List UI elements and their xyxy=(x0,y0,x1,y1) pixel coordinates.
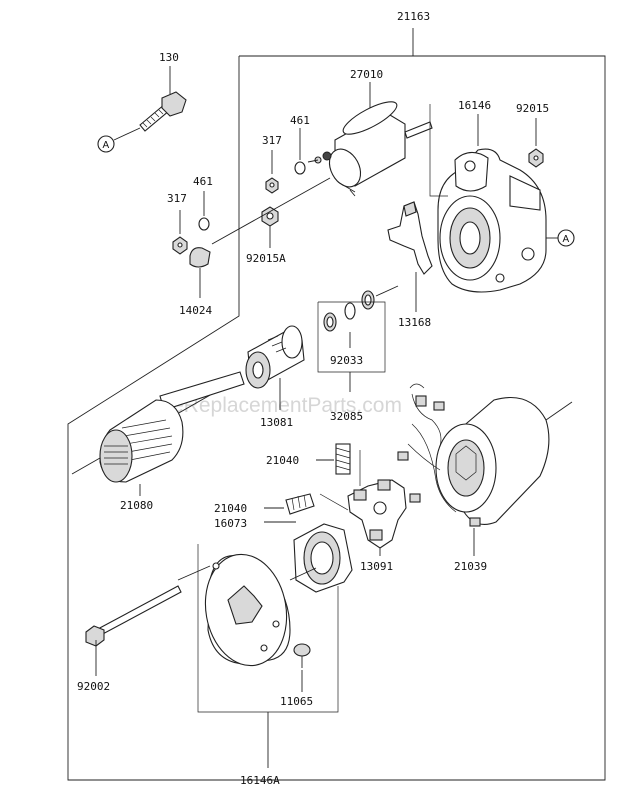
plate-16073 xyxy=(264,521,353,593)
label-11065: 11065 xyxy=(280,695,313,708)
label-13081: 13081 xyxy=(260,416,293,429)
marker-a-left: A xyxy=(97,135,115,153)
ring-set-92033 xyxy=(317,285,399,392)
axis-line-upper xyxy=(211,177,331,245)
label-21040-lower: 21040 xyxy=(214,502,247,515)
yoke-21039 xyxy=(397,383,573,556)
label-32085: 32085 xyxy=(330,410,363,423)
brush-holder-13091 xyxy=(319,450,407,556)
armature-21080 xyxy=(71,371,245,496)
housing-16146 xyxy=(429,104,547,293)
screw-11065 xyxy=(293,643,311,692)
through-bolt-92002 xyxy=(85,585,182,676)
label-27010: 27010 xyxy=(350,68,383,81)
nut-317-lower xyxy=(172,210,188,255)
label-317-lower: 317 xyxy=(167,192,187,205)
marker-a-right-label: A xyxy=(563,234,570,245)
washer-461-upper xyxy=(294,128,306,175)
nut-92015A xyxy=(261,206,279,248)
spring-21040-upper xyxy=(316,443,351,475)
nut-92015 xyxy=(528,118,544,168)
solenoid-27010 xyxy=(307,82,433,197)
washer-461-lower xyxy=(198,191,210,231)
label-13168: 13168 xyxy=(398,316,431,329)
part-labels: 21163 130 27010 461 317 16146 92015 461 … xyxy=(77,10,549,787)
label-16073: 16073 xyxy=(214,517,247,530)
label-13091: 13091 xyxy=(360,560,393,573)
label-317-upper: 317 xyxy=(262,134,282,147)
label-461-lower: 461 xyxy=(193,175,213,188)
label-92015: 92015 xyxy=(516,102,549,115)
label-21080: 21080 xyxy=(120,499,153,512)
nut-317-upper xyxy=(265,150,279,194)
label-21163: 21163 xyxy=(397,10,430,23)
end-cover-16146A xyxy=(177,544,339,768)
label-92033: 92033 xyxy=(330,354,363,367)
marker-a-left-label: A xyxy=(103,140,110,151)
cap-14024 xyxy=(189,247,211,298)
label-14024: 14024 xyxy=(179,304,212,317)
label-21039: 21039 xyxy=(454,560,487,573)
label-461-upper: 461 xyxy=(290,114,310,127)
label-16146: 16146 xyxy=(458,99,491,112)
label-92015A: 92015A xyxy=(246,252,286,265)
marker-a-right: A xyxy=(546,229,575,247)
spring-21040-lower xyxy=(264,493,315,515)
watermark: eReplacementParts.com xyxy=(172,394,402,417)
lever-13168 xyxy=(387,201,433,312)
label-21040-upper: 21040 xyxy=(266,454,299,467)
clutch-13081 xyxy=(245,325,305,410)
bolt-130 xyxy=(113,66,187,141)
label-92002: 92002 xyxy=(77,680,110,693)
label-130: 130 xyxy=(159,51,179,64)
assembly-frame xyxy=(67,28,606,781)
label-16146A: 16146A xyxy=(240,774,280,787)
